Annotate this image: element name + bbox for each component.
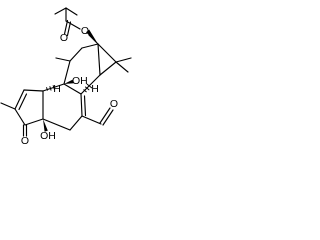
bond-double [102, 109, 114, 126]
bond [24, 118, 44, 126]
atom-label-oxygen: O [21, 135, 29, 147]
bond [65, 20, 81, 30]
atom-label-set: O O OH H H O OH O [21, 25, 118, 147]
bond [81, 43, 99, 49]
bond [42, 118, 71, 131]
wedge-bond [86, 29, 98, 44]
bond [69, 115, 83, 131]
atom-label-hydroxyl: OH [40, 130, 56, 142]
bond [14, 89, 25, 110]
bond [115, 57, 132, 63]
bond-double [83, 95, 87, 117]
bond [23, 89, 44, 92]
bond [97, 43, 117, 63]
bond [55, 57, 71, 62]
bond [69, 47, 83, 62]
bond [54, 7, 67, 15]
bond [0, 102, 16, 110]
atom-label-oxygen: O [110, 98, 118, 110]
atom-label-hydrogen: H [91, 83, 99, 95]
atom-label-oxygen: O [60, 32, 68, 44]
bond [80, 74, 101, 95]
hashed-bond [83, 83, 93, 93]
bond-double [18, 93, 28, 111]
bond-double [63, 19, 69, 35]
hashed-bond [46, 85, 56, 91]
bond-double [99, 107, 111, 124]
bond [115, 61, 129, 73]
atom-label-hydroxyl: OH [72, 75, 88, 87]
atom-label-oxygen: O [81, 25, 89, 37]
atom-label-hydrogen: H [53, 83, 61, 95]
bond [99, 61, 117, 76]
bond [97, 43, 101, 76]
stereo-bond-set [43, 29, 98, 132]
bond-set [0, 7, 132, 137]
bond [14, 108, 26, 126]
bond-double [66, 21, 72, 37]
chemical-structure-diagram: O O OH H H O OH O [0, 7, 132, 147]
bond [80, 93, 83, 117]
bond [81, 115, 102, 125]
wedge-bond [64, 79, 74, 84]
wedge-bond [43, 119, 48, 132]
bond [63, 60, 71, 85]
bond [63, 83, 82, 95]
bond [65, 7, 78, 16]
